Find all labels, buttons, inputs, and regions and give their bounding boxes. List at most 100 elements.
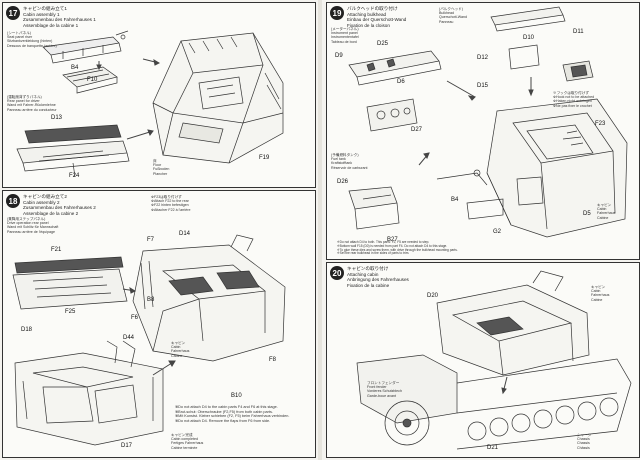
step-19-subr-jp: (バルクヘッド) (439, 7, 463, 11)
part-label-d10: D10 (523, 35, 535, 41)
floor-note-de: Fußboden (153, 167, 170, 172)
step-19-sub-en: Instrument panel (331, 31, 358, 36)
step-18-warn-note: ※F23は取り付けず ※Attach F22 to the rear ※F22 … (151, 195, 190, 212)
page-gutter (318, 0, 322, 460)
step-17-title-fr: Assemblage de la cabine 1 (23, 22, 79, 28)
step-19-title: バルクヘッドの取り付け Attaching bulkhead Einbau de… (347, 6, 406, 28)
part-label-d9: D9 (335, 53, 343, 59)
warn-note-de: ※F22 hinten befestigen (151, 203, 189, 208)
step-17-sub2-en: Rear panel for driver (7, 99, 40, 104)
s19-bnote-2: ※Bottom wall F15 (D0) is needed from par… (337, 243, 448, 248)
s20-cabin-fr: Cabine (591, 297, 603, 302)
step-18-panel: 18 キャビンの組み立て2 Cabin assembly 2 Zusammenb… (2, 190, 316, 458)
step-18-drawing (12, 234, 286, 446)
part-label-d27: D27 (411, 127, 423, 133)
fender-jp: フロントフェンダー (367, 381, 400, 385)
step-19-subr-en: Bulkhead (439, 11, 454, 16)
step-18-title-de: Zusammenbau des Fahrerhauses 2 (23, 205, 96, 211)
cabin-done-jp: キャビン完成 (171, 433, 193, 437)
part-label-d18: D18 (21, 327, 33, 333)
part-label-b27: B27 (387, 237, 398, 243)
step-17-title: キャビンの組み立て1 Cabin assembly 1 Zusammenbau … (23, 6, 96, 28)
step-18-cabin-done: キャビン完成 Cabin completed Fertiges Fahrerha… (171, 433, 203, 450)
step-18-sub-fr: Panneau arrière de l'équipage (7, 229, 56, 234)
part-label-d17: D17 (121, 443, 133, 449)
part-label-d44: D44 (123, 335, 135, 341)
step-18-cabin-note: キャビン Cabin Fahrerhaus Cabine (171, 341, 189, 358)
step-19-subr-de: Querschott-Wand (439, 15, 468, 20)
step-19-number: 19 (330, 6, 344, 20)
step-20-fender-note: フロントフェンダー Front fender Vorderes Schutzbl… (367, 381, 402, 398)
s18-note-1: ※Do not attach D4 to the cabin parts F4 … (175, 405, 278, 409)
step-20-cabin-note: キャビン Cabin Fahrerhaus Cabine (591, 285, 609, 302)
s18-cabin-de: Fahrerhaus (171, 349, 190, 354)
step-18-title: キャビンの組み立て2 Cabin assembly 2 Zusammenbau … (23, 194, 96, 216)
fender-en: Front fender (367, 385, 387, 390)
step-18-sub-en: Drive operation rear panel (7, 221, 49, 226)
chassis-en: Chassis (577, 437, 590, 442)
warn-note-en: ※Attach F22 to the rear (151, 199, 189, 204)
part-label-f21: F21 (51, 247, 62, 253)
fuel-title-en: Fuel tank (331, 157, 346, 162)
step-17-sub-fr: Dessous de banquette (arrière) (7, 43, 57, 48)
s19-rnote-jp: ※フックは取り付けず (553, 91, 589, 95)
part-label-b4: B4 (71, 65, 79, 71)
step-18-title-fr: Assemblage de la cabine 2 (23, 210, 79, 216)
fender-fr: Garde-boue avant (367, 393, 396, 398)
fuel-title-de: Kraftstofftank (331, 161, 353, 166)
cabin-done-de: Fertiges Fahrerhaus (171, 441, 204, 446)
step-19-fuel-title: (予備燃料タンク) Fuel tank Kraftstofftank Réser… (331, 153, 368, 170)
floor-note-jp: 床 (153, 159, 157, 163)
warn-note-jp: ※F23は取り付けず (151, 195, 182, 199)
part-label-d5: D5 (583, 211, 591, 217)
floor-note-fr: Plancher (153, 171, 168, 176)
part-label-d26: D26 (337, 179, 349, 185)
part-label-f23: F23 (595, 121, 606, 127)
step-20-title-jp: キャビンの取り付け (347, 266, 389, 271)
step-18-notes: ※Do not attach D4 to the cabin parts F4 … (175, 405, 289, 423)
step-19-title-fr: Fixation de la cloison (347, 22, 390, 28)
step-18-sub-de: Wand mit Schlitz für Mannschaft (7, 225, 59, 230)
cabin-done-en: Cabin completed (171, 437, 198, 442)
step-17-sub-jp: (シートパネル) (7, 31, 31, 35)
s19-cabin-en: Cabin (597, 207, 607, 212)
step-17-drawing (16, 30, 284, 178)
step-17-title-de: Zusammenbau des Fahrerhauses 1 (23, 17, 96, 23)
floor-note-en: Floor (153, 163, 162, 168)
step-18-subtitle: (乗降用ステップパネル) Drive operation rear panel … (7, 217, 58, 234)
s19-rnote-en: ※Hook not to be attached (553, 95, 595, 100)
cabin-done-fr: Cabine terminée (171, 445, 198, 450)
s18-note-4: ※Do not attach D4. Remove the flaps from… (175, 418, 271, 423)
step-20-title-de: Anbringung des Fahrerhauses (347, 277, 409, 283)
part-label-d6: D6 (397, 79, 405, 85)
s18-note-3: ※Mit Kunstst. Kleber schieben (F2, F5) b… (175, 414, 290, 419)
step-19-subtitle: (メーターパネル) Instrument panel Instrumentent… (331, 27, 359, 44)
s20-cabin-en: Cabin (591, 289, 601, 294)
s19-rnote-fr: ※Ne pas fixer le crochet (553, 103, 592, 108)
part-label-b4: B4 (451, 197, 459, 203)
step-17-sub-en: Seat panel riser (7, 35, 33, 40)
s19-cabin-de: Fahrerhaus (597, 211, 616, 216)
part-label-d15: D15 (477, 83, 489, 89)
step-19-cabin-note: キャビン Cabin Fahrerhaus Cabine (597, 203, 615, 220)
s20-cabin-de: Fahrerhaus (591, 293, 610, 298)
step-17-title-jp: キャビンの組み立て1 (23, 6, 67, 11)
s18-cabin-jp: キャビン (171, 341, 186, 345)
s19-bnote-4: ※Set the rear bulkhead in the sides of p… (337, 251, 410, 256)
step-18-number: 18 (6, 194, 20, 208)
s18-note-2: ※Brut-schut: Oberschraube (F2,F5) from b… (175, 409, 273, 414)
part-label-f24: F24 (69, 173, 80, 179)
part-label-g2: G2 (493, 229, 502, 235)
step-20-title-fr: Fixation de la cabine (347, 282, 390, 288)
step-18-title-jp: キャビンの組み立て2 (23, 194, 67, 199)
part-label-d13: D13 (51, 115, 63, 121)
step-17-subtitle-2: (運転席背ずりパネル) Rear panel for driver Wand m… (7, 95, 57, 112)
step-19-title-jp: バルクヘッドの取り付け (347, 6, 398, 11)
step-18-title-en: Cabin assembly 2 (23, 199, 60, 205)
step-18-sub-jp: (乗降用ステップパネル) (7, 217, 46, 221)
step-17-sub2-de: Wand mit Fahrer-Rückenlehne (7, 103, 56, 108)
step-19-bottom-notes: ※Do not attach D4 to both. This parts: F… (337, 240, 458, 256)
part-label-f10: F10 (87, 77, 98, 83)
step-20-number: 20 (330, 266, 344, 280)
